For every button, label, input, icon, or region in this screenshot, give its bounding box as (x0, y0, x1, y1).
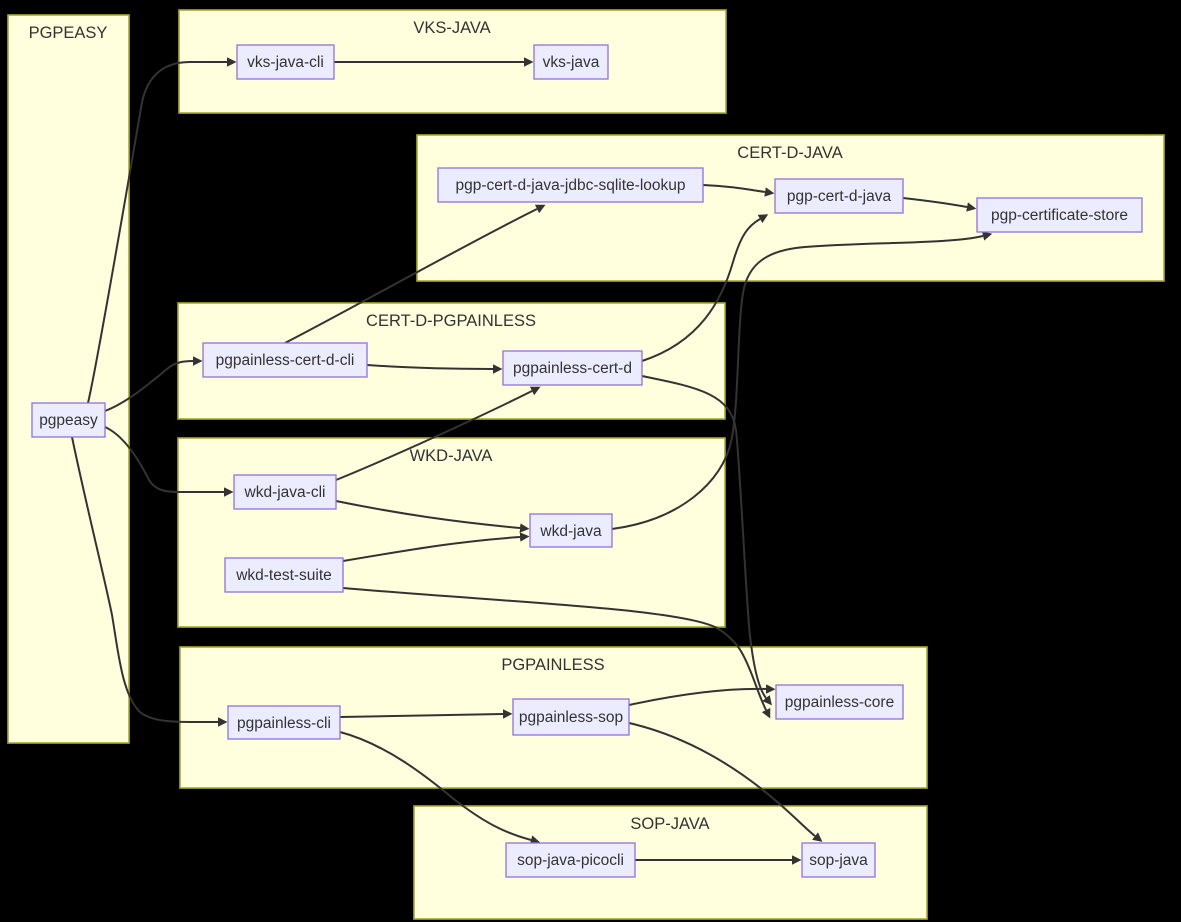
node-pgpainless-sop: pgpainless-sop (512, 698, 630, 736)
edge-pgpainless-sop-to-pgpainless-core (628, 684, 776, 706)
node-vks-java-cli: vks-java-cli (236, 44, 335, 80)
edge-pgpainless-cert-d-cli-to-pgpainless-cert-d (366, 364, 503, 374)
node-pgpainless-core-box (775, 684, 904, 720)
group-pgpeasy-title: PGPEASY (29, 24, 108, 42)
node-vks-java-cli-box (236, 44, 335, 80)
node-pgpainless-cert-d-cli-box (202, 342, 368, 378)
node-pgp-certificate-store: pgp-certificate-store (976, 197, 1143, 233)
node-sop-java-picocli-label: sop-java-picocli (517, 852, 624, 869)
group-pgpeasy-box (7, 14, 130, 744)
node-vks-java-box (533, 44, 609, 80)
edge-pgpainless-cli-to-pgpainless-sop (339, 709, 513, 719)
node-sop-java-label: sop-java (809, 852, 868, 869)
group-sop-java-title: SOP-JAVA (630, 815, 709, 833)
node-sop-java-box (801, 842, 876, 878)
node-sop-java-picocli: sop-java-picocli (505, 842, 636, 878)
node-pgp-cert-d-java-box (774, 178, 904, 214)
node-wkd-test-suite-box (224, 557, 344, 593)
node-wkd-java-label: wkd-java (539, 523, 602, 540)
group-wkd-java-title: WKD-JAVA (410, 447, 493, 465)
node-pgp-cert-d-java-jdbc-sqlite-lookup: pgp-cert-d-java-jdbc-sqlite-lookup (437, 167, 704, 203)
edge-pgpeasy-to-pgpainless-cli (71, 436, 228, 727)
edge-pgpeasy-to-wkd-java-cli (104, 426, 234, 497)
node-pgp-certificate-store-label: pgp-certificate-store (991, 207, 1128, 224)
node-pgpeasy-label: pgpeasy (39, 412, 98, 429)
edge-pgpeasy-to-pgpainless-cert-d-cli (104, 356, 203, 412)
group-vks-java-title: VKS-JAVA (413, 19, 490, 37)
node-vks-java-cli-label: vks-java-cli (247, 54, 324, 71)
node-wkd-test-suite: wkd-test-suite (224, 557, 344, 593)
node-pgpainless-sop-box (512, 698, 630, 736)
node-pgpeasy-box (31, 402, 106, 438)
group-cert-d-pgpainless-title: CERT-D-PGPAINLESS (366, 312, 536, 330)
node-pgpainless-cert-d-box (502, 350, 643, 386)
edge-wkd-test-suite-to-wkd-java (342, 532, 530, 562)
node-pgpeasy: pgpeasy (31, 402, 106, 438)
edge-pgpeasy-to-vks-java-cli (87, 57, 237, 404)
node-wkd-java-box (529, 513, 613, 548)
group-pgpeasy: PGPEASY (7, 14, 130, 744)
edge-pgpainless-cert-d-to-pgp-cert-d-java (641, 214, 769, 362)
edge-jdbc-sqlite-lookup-to-pgp-cert-d-java (702, 184, 775, 197)
node-vks-java: vks-java (533, 44, 609, 80)
edge-pgpainless-sop-to-sop-java (628, 722, 823, 842)
node-sop-java-picocli-box (505, 842, 636, 878)
node-jdbc-sqlite-lookup-label: pgp-cert-d-java-jdbc-sqlite-lookup (455, 177, 685, 194)
node-pgpainless-core-label: pgpainless-core (785, 694, 894, 711)
node-pgpainless-cert-d-cli-label: pgpainless-cert-d-cli (216, 352, 355, 369)
node-pgpainless-cli-box (227, 705, 341, 740)
edge-pgpainless-cli-to-sop-java-picocli (339, 731, 541, 845)
node-pgpainless-cert-d-label: pgpainless-cert-d (513, 360, 632, 377)
edge-pgpainless-cert-d-to-pgpainless-core (641, 375, 772, 706)
edge-wkd-java-cli-to-wkd-java (335, 500, 530, 533)
node-pgpainless-cli-label: pgpainless-cli (237, 715, 331, 732)
node-wkd-test-suite-label: wkd-test-suite (235, 567, 332, 584)
group-wkd-java: WKD-JAVA (177, 437, 726, 628)
node-wkd-java: wkd-java (529, 513, 613, 548)
edge-wkd-test-suite-to-pgpainless-core (342, 587, 771, 719)
group-pgpainless-title: PGPAINLESS (501, 656, 604, 674)
group-cert-d-java-title: CERT-D-JAVA (737, 144, 842, 162)
edge-wkd-java-cli-to-pgpainless-cert-d (335, 386, 541, 481)
edge-pgp-cert-d-java-to-pgp-certificate-store (902, 197, 977, 212)
node-wkd-java-cli-box (233, 474, 337, 510)
node-jdbc-sqlite-lookup-box (437, 167, 704, 203)
group-wkd-java-box (177, 437, 726, 628)
node-pgpainless-cert-d: pgpainless-cert-d (502, 350, 643, 386)
node-sop-java: sop-java (801, 842, 876, 878)
node-pgp-cert-d-java-label: pgp-cert-d-java (787, 188, 892, 205)
node-pgp-cert-d-java: pgp-cert-d-java (774, 178, 904, 214)
edge-wkd-java-to-pgp-certificate-store (611, 231, 993, 530)
node-vks-java-label: vks-java (543, 54, 600, 71)
node-pgpainless-cert-d-cli: pgpainless-cert-d-cli (202, 342, 368, 378)
node-pgp-certificate-store-box (976, 197, 1143, 233)
node-pgpainless-sop-label: pgpainless-sop (519, 709, 623, 726)
node-wkd-java-cli-label: wkd-java-cli (244, 484, 326, 501)
node-wkd-java-cli: wkd-java-cli (233, 474, 337, 510)
node-pgpainless-core: pgpainless-core (775, 684, 904, 720)
edge-pgpainless-cert-d-cli-to-jdbc-sqlite-lookup (284, 204, 546, 344)
node-pgpainless-cli: pgpainless-cli (227, 705, 341, 740)
